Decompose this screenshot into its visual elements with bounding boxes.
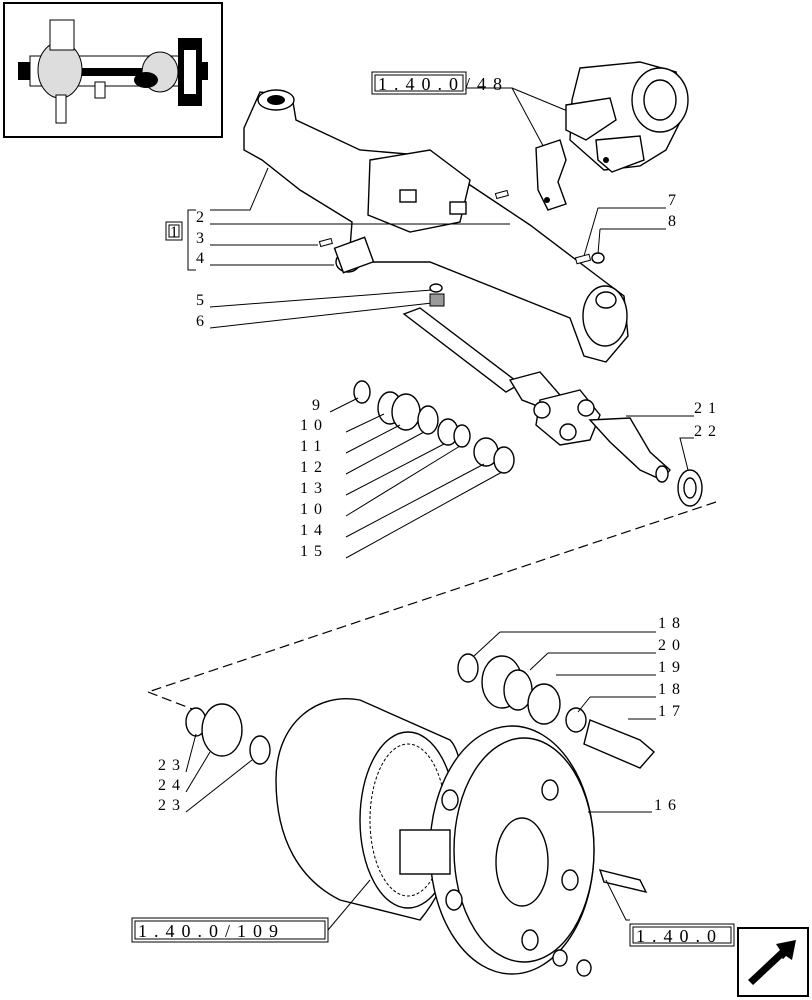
next-page-arrow-icon[interactable] xyxy=(737,927,809,997)
reference-top-right[interactable]: 1.40.0/48 xyxy=(371,71,509,95)
reference-bottom-right-text: 1.40.0 xyxy=(636,926,723,946)
callout-9: 9 xyxy=(312,397,326,414)
reference-bottom-left-text: 1.40.0/109 xyxy=(138,921,285,941)
group-1: 1 xyxy=(165,209,196,271)
callout-10a: 10 xyxy=(300,417,328,434)
callout-4: 4 xyxy=(196,250,210,267)
reference-bottom-right[interactable]: 1.40.0 xyxy=(629,923,735,947)
callout-24: 24 xyxy=(158,777,186,794)
callout-18a: 18 xyxy=(658,615,686,632)
callout-8: 8 xyxy=(668,213,682,230)
knuckle-bracket xyxy=(535,61,689,211)
callout-2: 2 xyxy=(196,209,210,226)
callout-14: 14 xyxy=(300,522,328,539)
callout-12: 12 xyxy=(300,459,328,476)
callout-3: 3 xyxy=(196,230,210,247)
axle-housing xyxy=(243,89,629,363)
bearing-stack xyxy=(353,380,515,474)
reference-bottom-left[interactable]: 1.40.0/109 xyxy=(131,917,329,943)
callout-6: 6 xyxy=(196,313,210,330)
callout-10b: 10 xyxy=(300,501,328,518)
planet-gears xyxy=(457,653,655,769)
callout-5: 5 xyxy=(196,292,210,309)
callout-21: 21 xyxy=(694,400,722,417)
callout-15: 15 xyxy=(300,543,328,560)
callout-23b: 23 xyxy=(158,797,186,814)
reference-top-right-text: 1.40.0/48 xyxy=(378,74,509,94)
callout-22: 22 xyxy=(694,423,722,440)
callout-7: 7 xyxy=(668,192,682,209)
drive-shaft xyxy=(402,307,671,483)
bolt-washers xyxy=(552,869,648,977)
callout-20: 20 xyxy=(658,637,686,654)
callout-13: 13 xyxy=(300,480,328,497)
axle-assembly-thumbnail-icon[interactable] xyxy=(3,2,223,138)
callout-19: 19 xyxy=(658,659,686,676)
group-1-label: 1 xyxy=(170,224,184,241)
sun-gear xyxy=(185,703,271,765)
callout-18b: 18 xyxy=(658,681,686,698)
callout-11: 11 xyxy=(300,438,327,455)
callout-23a: 23 xyxy=(158,757,186,774)
callout-17: 17 xyxy=(658,703,686,720)
hub-carrier xyxy=(399,725,595,975)
callout-16: 16 xyxy=(654,797,682,814)
